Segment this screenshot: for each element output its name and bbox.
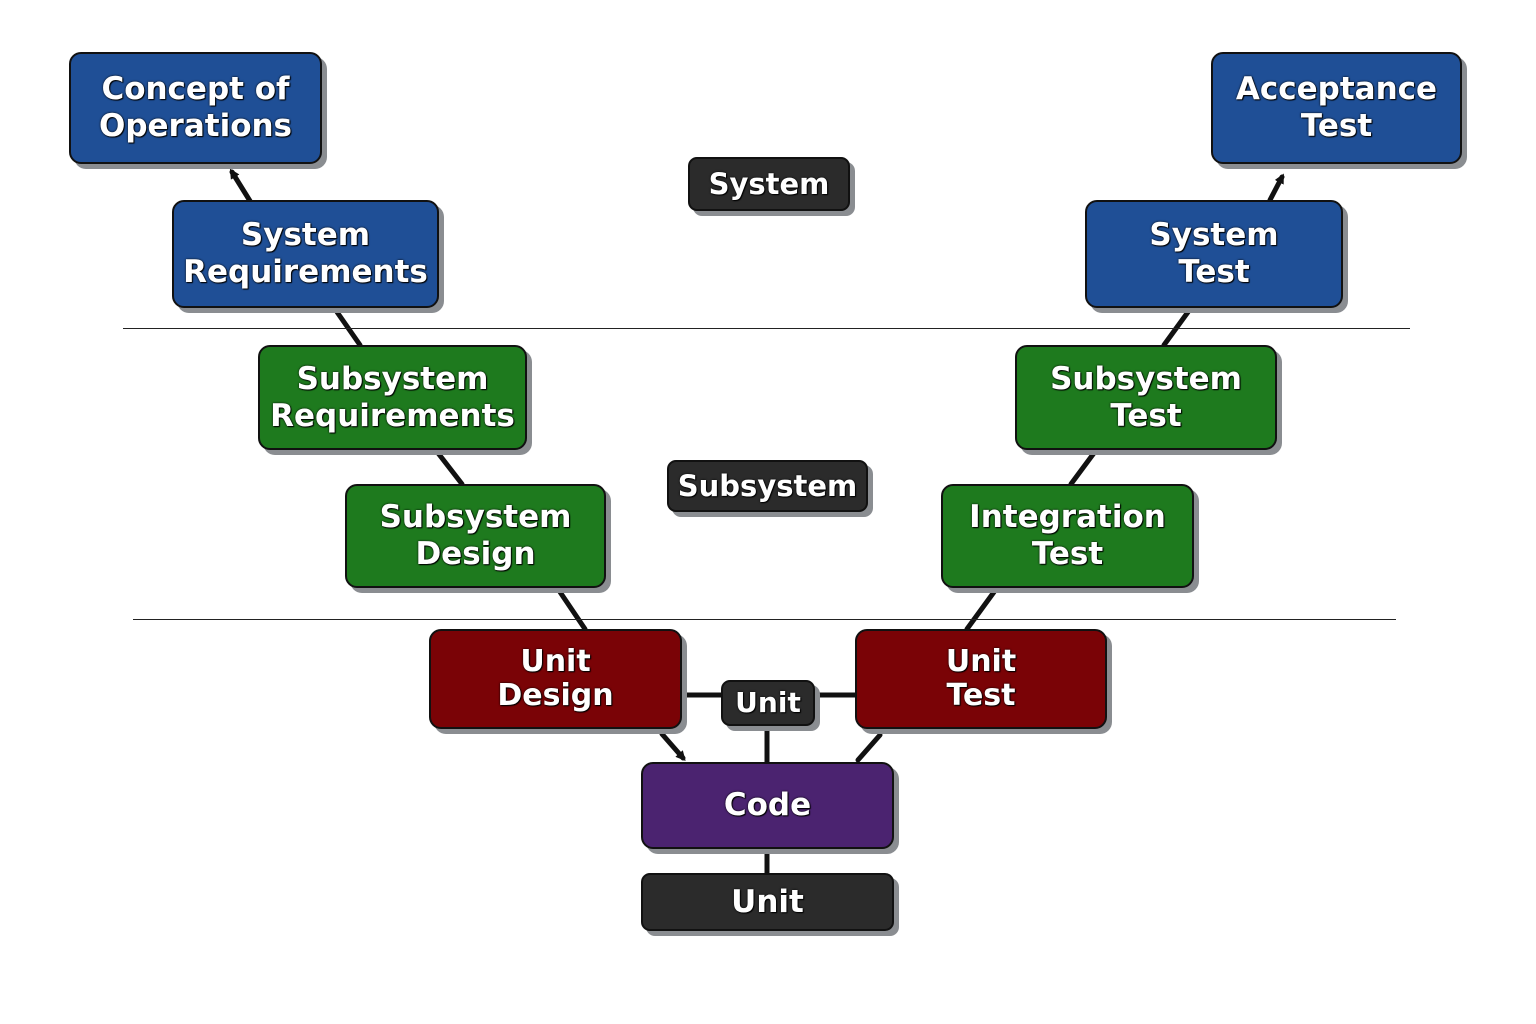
system-test-box[interactable]: System Test <box>1085 200 1343 308</box>
unit-bottom-label: Unit <box>641 873 894 931</box>
unit-design-line1: Unit <box>520 644 591 680</box>
subsystem-level-label-text: Subsystem <box>677 468 858 503</box>
integration-test-box[interactable]: Integration Test <box>941 484 1194 588</box>
unit-test-line2: Test <box>946 678 1016 713</box>
integration-test-line2: Test <box>1031 536 1104 572</box>
edge-sysreq-to-conops <box>229 168 253 204</box>
concept-of-operations-box[interactable]: Concept of Operations <box>69 52 322 164</box>
unit-bottom-label-text: Unit <box>731 883 804 920</box>
subsystem-design-box[interactable]: Subsystem Design <box>345 484 606 588</box>
unit-level-label: Unit <box>721 680 815 726</box>
unit-test-line1: Unit <box>945 644 1017 680</box>
subsystem-test-line2: Test <box>1110 397 1182 434</box>
subsystem-requirements-line1: Subsystem <box>296 360 489 397</box>
edge-code-to-unittest <box>855 732 883 763</box>
edge-subreq-to-subdesign <box>435 450 465 487</box>
unit-design-line2: Design <box>497 678 614 713</box>
system-test-line2: Test <box>1178 254 1250 290</box>
edge-integration-to-subtest <box>1068 450 1097 487</box>
system-test-line1: System <box>1149 217 1279 254</box>
subsystem-design-line1: Subsystem <box>379 499 572 536</box>
concept-of-operations-line1: Concept of <box>101 71 290 108</box>
subsystem-requirements-line2: Requirements <box>270 397 515 434</box>
system-subsystem-divider <box>123 328 1410 329</box>
code-box[interactable]: Code <box>641 762 894 849</box>
subsystem-design-line2: Design <box>415 536 536 572</box>
system-requirements-line2: Requirements <box>183 254 428 290</box>
system-level-label: System <box>688 157 850 211</box>
unit-design-box[interactable]: Unit Design <box>429 629 682 729</box>
acceptance-test-line2: Test <box>1300 108 1373 144</box>
concept-of-operations-line2: Operations <box>98 108 293 144</box>
unit-test-box[interactable]: Unit Test <box>855 629 1107 729</box>
system-level-label-text: System <box>708 166 830 201</box>
edge-subdesign-to-unitdesign <box>557 589 588 632</box>
edge-unittest-to-integration <box>964 589 997 632</box>
acceptance-test-line1: Acceptance <box>1235 71 1438 108</box>
unit-level-label-text: Unit <box>735 686 801 720</box>
subsystem-test-line1: Subsystem <box>1050 360 1242 397</box>
system-requirements-box[interactable]: System Requirements <box>172 200 439 308</box>
edge-systest-to-acceptance <box>1267 173 1285 203</box>
subsystem-level-label: Subsystem <box>667 460 868 512</box>
edge-unitdesign-to-code <box>659 731 686 762</box>
acceptance-test-box[interactable]: Acceptance Test <box>1211 52 1462 164</box>
subsystem-test-box[interactable]: Subsystem Test <box>1015 345 1277 450</box>
system-requirements-line1: System <box>240 217 371 254</box>
code-box-text: Code <box>723 787 812 824</box>
subsystem-requirements-box[interactable]: Subsystem Requirements <box>258 345 527 450</box>
subsystem-unit-divider <box>133 619 1396 620</box>
integration-test-line1: Integration <box>969 499 1166 536</box>
